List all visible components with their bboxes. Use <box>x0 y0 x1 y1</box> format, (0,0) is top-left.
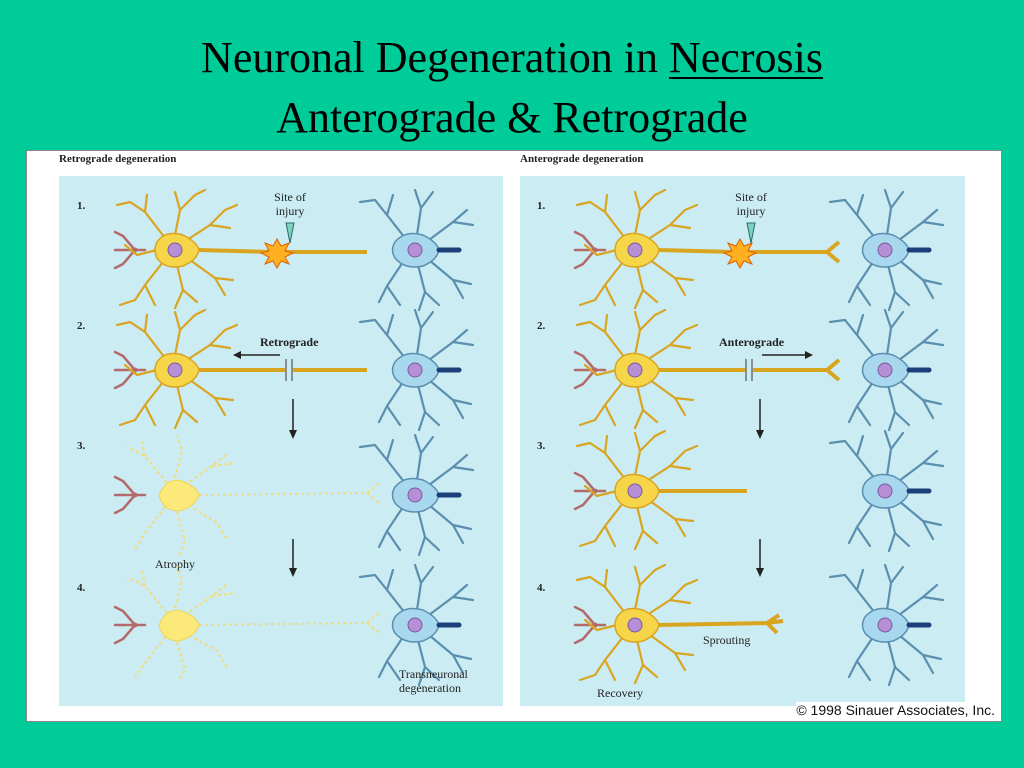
title-prefix: Neuronal Degeneration in <box>201 33 669 82</box>
right-stage-1: 1. <box>537 200 546 212</box>
transneuronal-label-line2: degeneration <box>399 681 461 695</box>
neuron-degeneration-figure: Retrograde degeneration Anterograde dege… <box>26 150 1002 722</box>
transneuronal-label-line1: Transneuronal <box>399 667 469 681</box>
slide-title-line1: Neuronal Degeneration in Necrosis <box>0 34 1024 82</box>
left-direction-label: Retrograde <box>260 335 319 349</box>
right-stage-2: 2. <box>537 320 546 332</box>
right-injury-label: injury <box>737 204 766 218</box>
left-stage-2: 2. <box>77 320 86 332</box>
left-injury-label: injury <box>276 204 305 218</box>
right-stage-3: 3. <box>537 440 546 452</box>
left-row-2: Retrograde <box>113 310 473 430</box>
right-row-3 <box>573 431 943 551</box>
right-site-label: Site of <box>735 190 767 204</box>
right-row-4: Sprouting Recovery <box>573 565 943 700</box>
recovery-label: Recovery <box>597 686 643 700</box>
title-emphasis: Necrosis <box>668 33 823 82</box>
left-stage-4: 4. <box>77 582 86 594</box>
left-stage-labels: 1. 2. 3. 4. <box>77 200 86 594</box>
right-row-2: Anterograde <box>573 310 943 430</box>
left-row-1: Site of injury <box>113 190 473 310</box>
left-row-3: Atrophy <box>113 435 473 571</box>
right-row-1: Site of injury <box>573 190 943 310</box>
left-row-4: Transneuronal degeneration <box>113 565 473 695</box>
atrophy-label: Atrophy <box>155 557 195 571</box>
figure-drawing: 1. 2. 3. 4. Site of injury Retrograde <box>77 151 1001 700</box>
left-arrow-1 <box>289 399 297 439</box>
left-site-label: Site of <box>274 190 306 204</box>
right-arrow-2 <box>756 539 764 577</box>
left-panel-heading: Retrograde degeneration <box>59 153 177 165</box>
right-stage-labels: 1. 2. 3. 4. <box>537 200 546 594</box>
slide-title-line2: Anterograde & Retrograde <box>276 93 748 142</box>
left-stage-1: 1. <box>77 200 86 212</box>
right-stage-4: 4. <box>537 582 546 594</box>
left-stage-3: 3. <box>77 440 86 452</box>
sprouting-label: Sprouting <box>703 633 750 647</box>
right-direction-label: Anterograde <box>719 335 785 349</box>
copyright-notice: © 1998 Sinauer Associates, Inc. <box>796 702 995 718</box>
right-panel-heading: Anterograde degeneration <box>520 153 644 165</box>
right-arrow-1 <box>756 399 764 439</box>
left-arrow-2 <box>289 539 297 577</box>
